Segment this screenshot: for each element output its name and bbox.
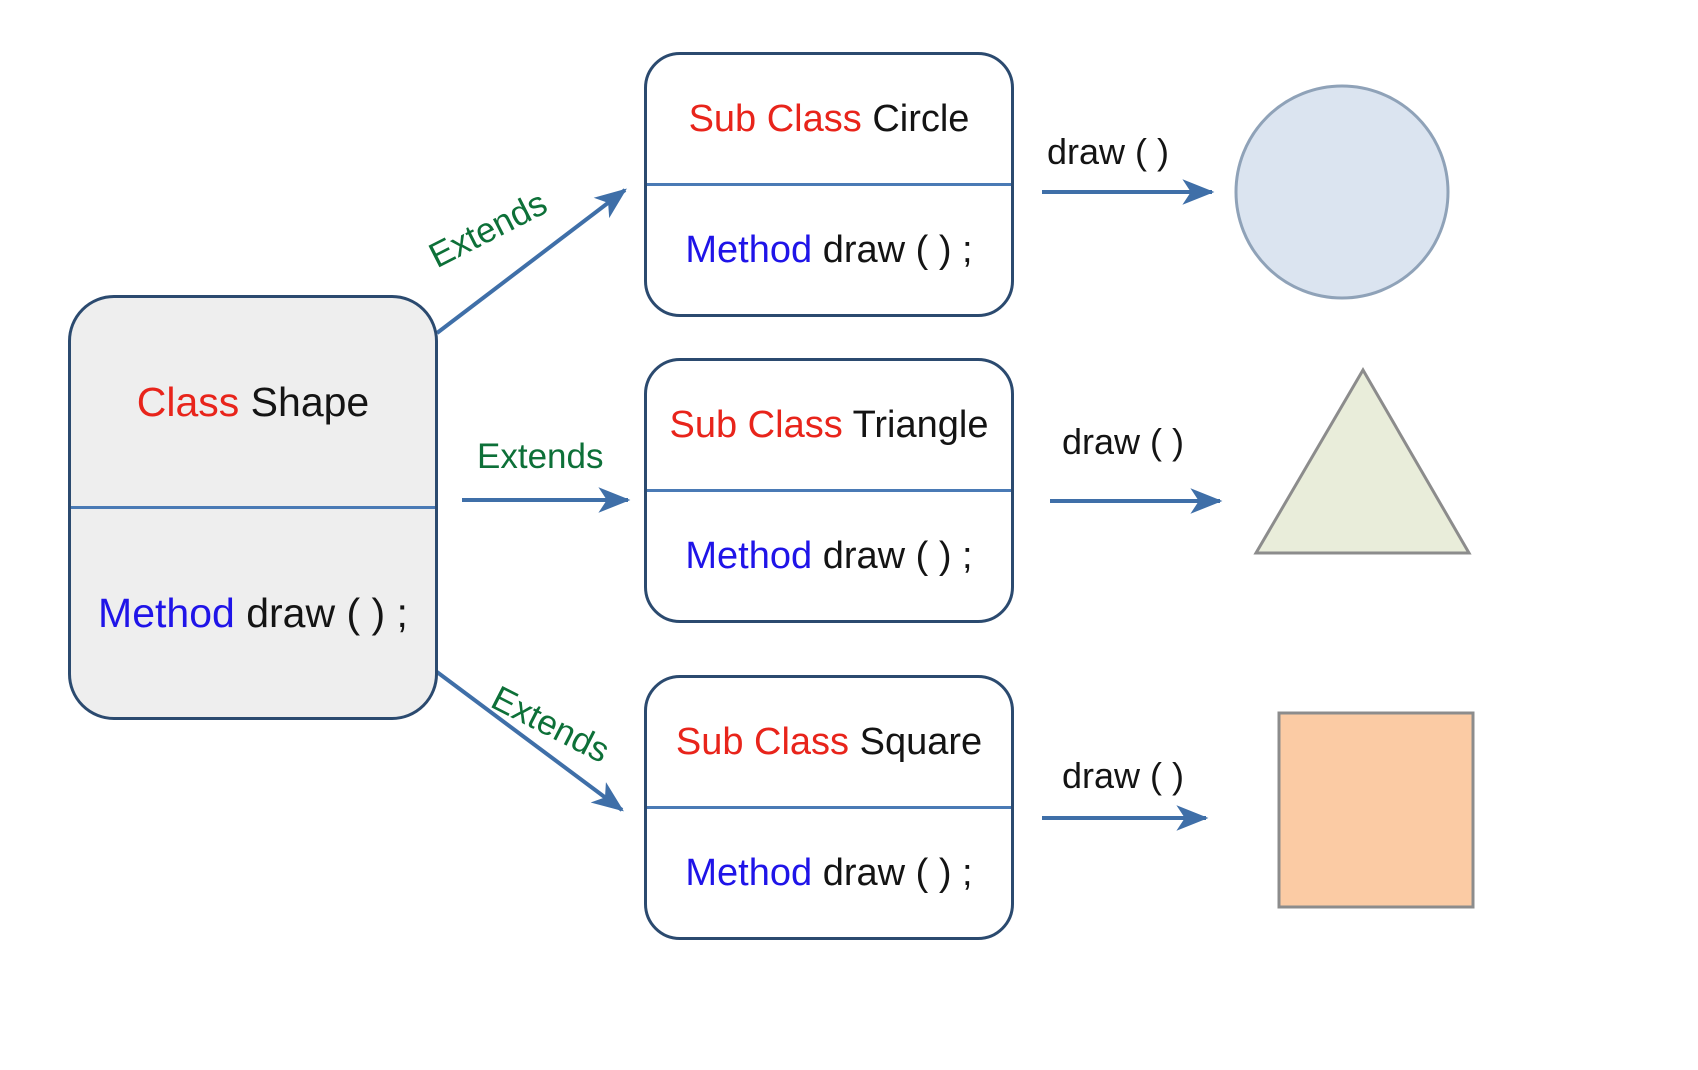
sub-class-box-square[interactable]: Sub Class Square Method draw ( ) ; bbox=[644, 675, 1014, 940]
method-keyword: Method bbox=[685, 852, 823, 894]
sub-class-name: Circle bbox=[872, 98, 970, 140]
class-method: Method draw ( ) ; bbox=[98, 589, 408, 636]
square-shape bbox=[1277, 711, 1475, 909]
class-box-shape[interactable]: Class Shape Method draw ( ) ; bbox=[68, 295, 438, 720]
sub-class-box-triangle[interactable]: Sub Class Triangle Method draw ( ) ; bbox=[644, 358, 1014, 623]
extends-label-triangle: Extends bbox=[477, 437, 604, 476]
method-keyword: Method bbox=[98, 589, 247, 636]
sub-class-title-row: Sub Class Square bbox=[647, 678, 1011, 806]
method-signature: draw ( ) ; bbox=[822, 229, 973, 271]
sub-class-method-row: Method draw ( ) ; bbox=[647, 489, 1011, 620]
sub-class-method: Method draw ( ) ; bbox=[685, 854, 972, 892]
sub-class-keyword: Sub Class bbox=[675, 721, 860, 763]
sub-class-title: Sub Class Circle bbox=[689, 100, 970, 138]
sub-class-method: Method draw ( ) ; bbox=[685, 537, 972, 575]
method-signature: draw ( ) ; bbox=[246, 589, 408, 636]
sub-class-title-row: Sub Class Circle bbox=[647, 55, 1011, 183]
circle-shape bbox=[1234, 84, 1450, 300]
sub-class-keyword: Sub Class bbox=[669, 404, 853, 446]
sub-class-method: Method draw ( ) ; bbox=[685, 231, 972, 269]
draw-label-square: draw ( ) bbox=[1062, 755, 1185, 796]
sub-class-name: Square bbox=[859, 721, 983, 763]
sub-class-box-circle[interactable]: Sub Class Circle Method draw ( ) ; bbox=[644, 52, 1014, 317]
class-method-row: Method draw ( ) ; bbox=[71, 506, 435, 717]
class-title-row: Class Shape bbox=[71, 298, 435, 506]
sub-class-name: Triangle bbox=[852, 404, 989, 446]
method-signature: draw ( ) ; bbox=[822, 535, 973, 577]
draw-label-circle: draw ( ) bbox=[1047, 131, 1170, 172]
sub-class-title: Sub Class Triangle bbox=[670, 406, 989, 444]
method-signature: draw ( ) ; bbox=[822, 852, 973, 894]
extends-label-square: Extends bbox=[485, 678, 616, 771]
sub-class-method-row: Method draw ( ) ; bbox=[647, 183, 1011, 314]
class-name: Shape bbox=[250, 378, 370, 425]
sub-class-title: Sub Class Square bbox=[676, 723, 982, 761]
sub-class-method-row: Method draw ( ) ; bbox=[647, 806, 1011, 937]
class-keyword: Class bbox=[136, 378, 251, 425]
class-title: Class Shape bbox=[136, 378, 370, 425]
method-keyword: Method bbox=[685, 229, 823, 271]
extends-label-circle: Extends bbox=[422, 183, 554, 276]
sub-class-title-row: Sub Class Triangle bbox=[647, 361, 1011, 489]
triangle-shape bbox=[1253, 367, 1472, 555]
method-keyword: Method bbox=[685, 535, 823, 577]
sub-class-keyword: Sub Class bbox=[688, 98, 873, 140]
draw-label-triangle: draw ( ) bbox=[1062, 421, 1185, 462]
